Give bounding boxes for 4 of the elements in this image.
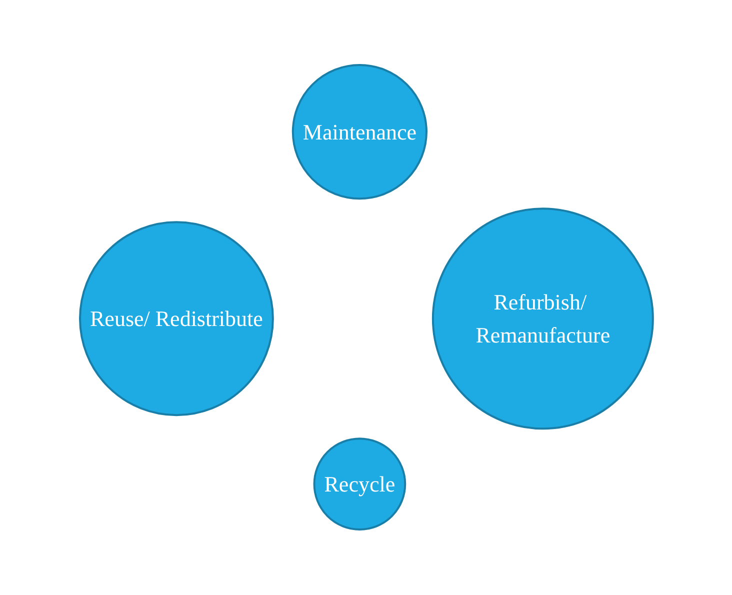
node-circle: Recycle [312,438,406,531]
node-circle: Maintenance [291,64,428,200]
node-circle: Reuse/ Redistribute [78,221,274,416]
node-circle: Refurbish/ Remanufacture [431,208,654,430]
